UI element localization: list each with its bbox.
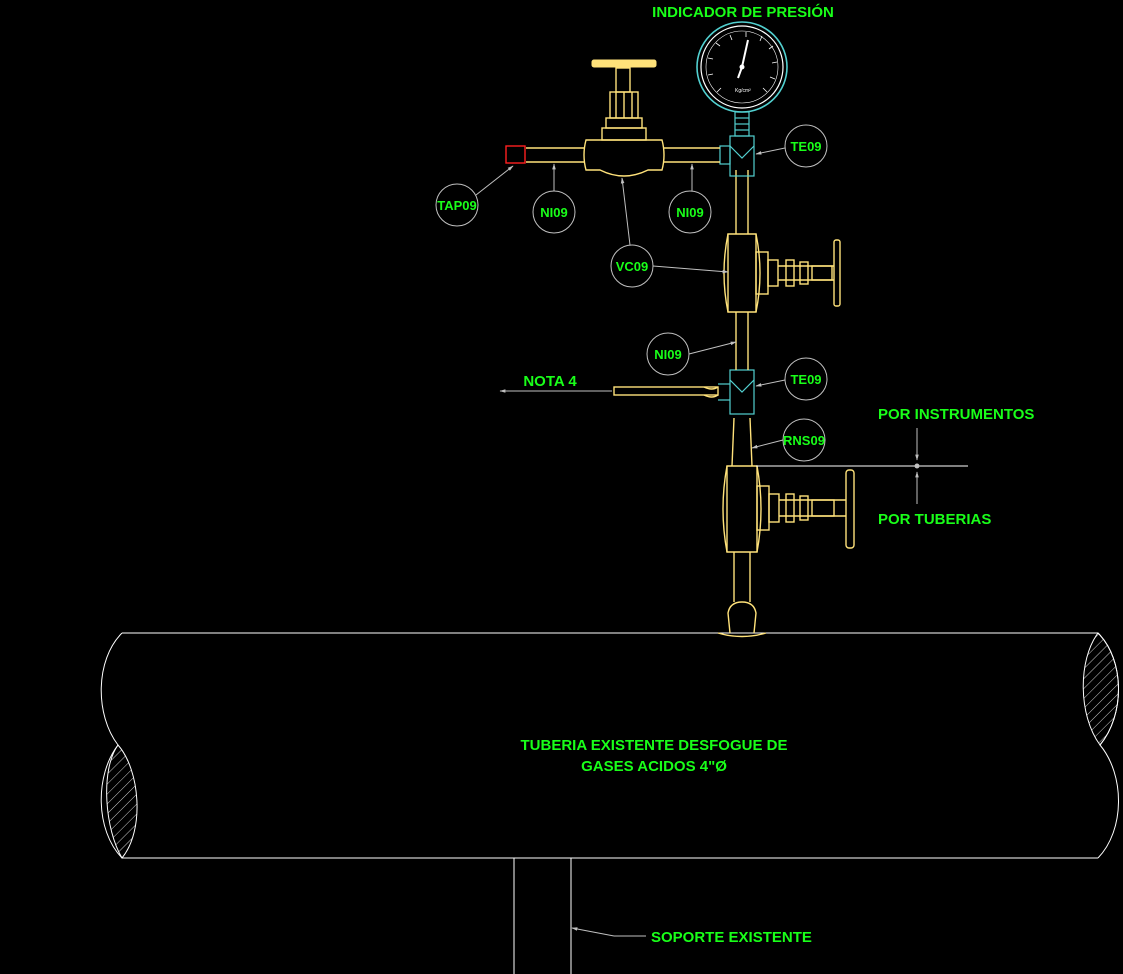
por-instrumentos-label: POR INSTRUMENTOS <box>878 406 1034 423</box>
bubble-te09-top <box>784 124 828 168</box>
right-section-hatch <box>1082 632 1119 746</box>
te09-mid-label: TE09 <box>790 372 821 387</box>
top-tee <box>719 135 755 177</box>
rns09-label: RNS09 <box>783 433 825 448</box>
lower-gate-valve <box>722 465 855 553</box>
globe-valve <box>583 59 665 177</box>
bubble-te09-mid <box>784 357 828 401</box>
pressure-gauge-icon: Kg/cm² <box>696 21 788 113</box>
middle-tee <box>718 369 755 415</box>
tap09-label: TAP09 <box>437 198 477 213</box>
te09-top-label: TE09 <box>790 139 821 154</box>
vc09-label: VC09 <box>616 259 649 274</box>
horizontal-branch <box>505 59 720 177</box>
pressure-indicator-label: INDICADOR DE PRESIÓN <box>652 3 834 21</box>
nota4-branch <box>613 386 719 398</box>
vertical-branch <box>613 111 855 638</box>
left-section-hatch <box>106 744 138 859</box>
ni09-mid-label: NI09 <box>654 347 681 362</box>
text-labels: INDICADOR DE PRESIÓN TE09 TAP09 NI09 NI0… <box>437 3 1034 946</box>
ni09-left-label: NI09 <box>540 205 567 220</box>
support-label: SOPORTE EXISTENTE <box>651 929 812 946</box>
bubble-tap09 <box>435 183 479 227</box>
ni09-right-label: NI09 <box>676 205 703 220</box>
main-pipe-label-line1: TUBERIA EXISTENTE DESFOGUE DE <box>521 737 788 754</box>
upper-gate-valve <box>723 233 841 313</box>
callouts <box>435 124 828 937</box>
boundary-line <box>756 428 968 504</box>
existing-support <box>513 858 572 974</box>
main-pipe-label-line2: GASES ACIDOS 4"Ø <box>581 758 727 775</box>
tap-marker <box>505 145 526 164</box>
main-pipe <box>100 632 1119 859</box>
bubble-ni09-right <box>668 190 712 234</box>
por-tuberias-label: POR TUBERIAS <box>878 511 991 528</box>
nota4-label: NOTA 4 <box>523 373 577 390</box>
gauge-unit-label: Kg/cm² <box>735 88 751 94</box>
